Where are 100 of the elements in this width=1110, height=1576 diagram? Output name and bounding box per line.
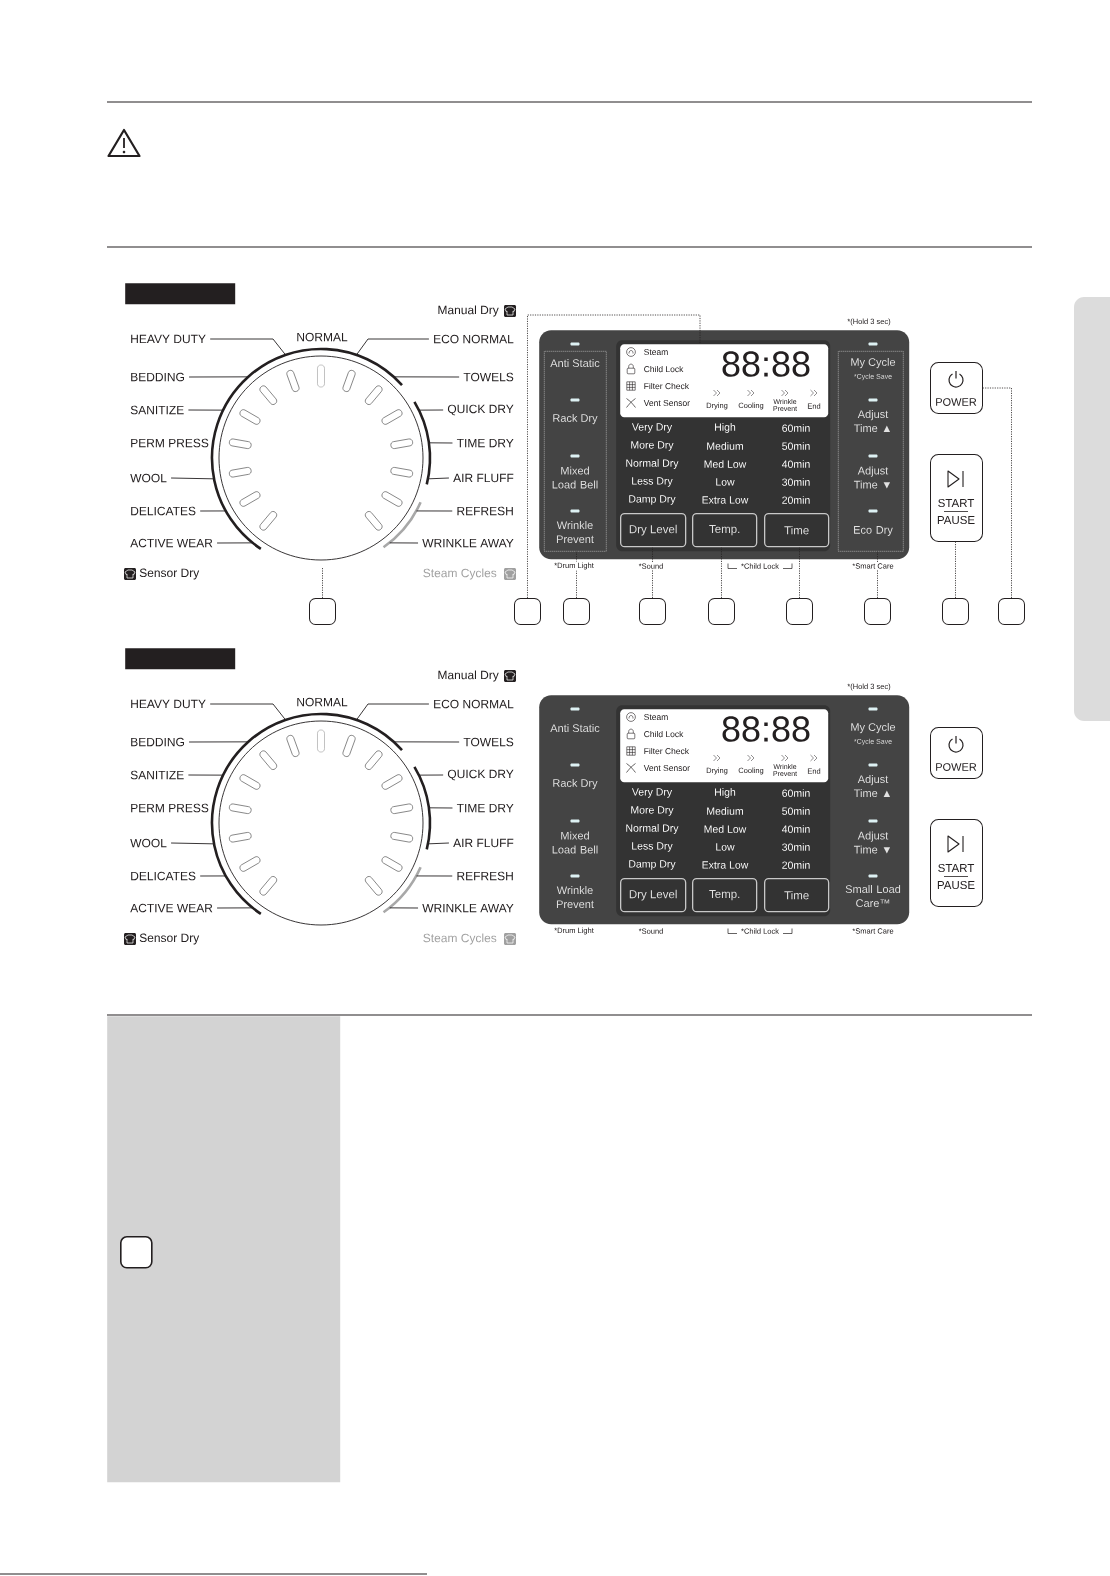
legend-label: Manual Dry bbox=[438, 670, 499, 682]
cycle-label: AIR FLUFF bbox=[453, 838, 514, 848]
callout-box bbox=[639, 598, 666, 625]
leader-line bbox=[428, 442, 453, 444]
cycle-label: BEDDING bbox=[131, 372, 184, 382]
cycle-label: PERM PRESS bbox=[131, 438, 209, 448]
setting-label: Med Low bbox=[704, 825, 747, 833]
leader-line bbox=[199, 510, 226, 512]
button-label: My Cycle bbox=[851, 722, 896, 734]
cycle-label: WRINKLE AWAY bbox=[422, 538, 514, 548]
indicator-label: Steam bbox=[644, 714, 668, 720]
cycle-label: ACTIVE WEAR bbox=[130, 903, 213, 913]
cycle-label: AIR FLUFF bbox=[453, 473, 514, 483]
setting-label: 30min bbox=[782, 843, 810, 851]
callout-box bbox=[998, 598, 1025, 625]
setting-label: 60min bbox=[782, 424, 810, 432]
leader-line bbox=[418, 774, 444, 776]
leader-line bbox=[527, 314, 701, 599]
setting-label: 20min bbox=[782, 861, 810, 869]
legend-label: Sensor Dry bbox=[139, 933, 200, 945]
cycle-label: QUICK DRY bbox=[447, 404, 514, 416]
leader-line bbox=[188, 376, 249, 378]
power-button: POWER bbox=[930, 362, 983, 414]
cycle-label: NORMAL bbox=[295, 331, 349, 343]
callout-box bbox=[309, 598, 336, 625]
cycle-label: HEAVY DUTY bbox=[131, 699, 206, 709]
button-label: Adjust Time ▼ bbox=[853, 466, 891, 489]
callout-box bbox=[786, 598, 813, 625]
setting-label: 50min bbox=[782, 442, 810, 450]
setting-label: Normal Dry bbox=[626, 459, 679, 469]
leader-line bbox=[955, 541, 956, 599]
setting-label: Damp Dry bbox=[629, 860, 676, 870]
digit-display: 88:88 bbox=[722, 351, 810, 377]
cycle-label: REFRESH bbox=[457, 871, 513, 881]
button-label: My Cycle bbox=[851, 357, 896, 369]
button-label: Wrinkle Prevent bbox=[556, 885, 594, 909]
button-label: Eco Dry bbox=[854, 526, 893, 536]
leader-line bbox=[427, 477, 450, 480]
setting-label: 60min bbox=[782, 789, 810, 797]
indicator-label: Filter Check bbox=[644, 382, 690, 390]
setting-label: Extra Low bbox=[702, 496, 749, 504]
cycle-label: TIME DRY bbox=[456, 438, 514, 448]
button-label: Anti Static bbox=[550, 358, 600, 368]
leader-line bbox=[393, 376, 460, 378]
side-tab bbox=[1074, 297, 1110, 721]
power-button: POWER bbox=[930, 727, 983, 779]
leader-line bbox=[188, 741, 249, 743]
setting-label: Very Dry bbox=[631, 788, 673, 798]
heading-bar bbox=[125, 648, 236, 670]
button-label: Adjust Time ▼ bbox=[853, 831, 891, 854]
setting-label: Medium bbox=[707, 807, 743, 815]
setting-label: Less Dry bbox=[632, 477, 673, 487]
cycle-label: HEAVY DUTY bbox=[131, 334, 206, 344]
cycle-label: SANITIZE bbox=[130, 770, 184, 780]
setting-label: High bbox=[715, 788, 736, 798]
cycle-label: ACTIVE WEAR bbox=[130, 538, 213, 548]
button: Time bbox=[764, 513, 830, 548]
button-label: Small Load Care™ bbox=[845, 884, 901, 908]
cycle-label: BEDDING bbox=[131, 737, 184, 747]
setting-label: Damp Dry bbox=[629, 495, 676, 505]
leader-line bbox=[356, 703, 430, 721]
indicator-label: Child Lock bbox=[644, 365, 684, 373]
button-label: Mixed Load Bell bbox=[552, 831, 598, 854]
cycle-label: ECO NORMAL bbox=[434, 699, 514, 709]
button-label: Wrinkle Prevent bbox=[556, 520, 594, 544]
indicator-label: Vent Sensor bbox=[643, 765, 690, 771]
setting-label: Medium bbox=[707, 442, 743, 450]
start-pause-button: START PAUSE bbox=[930, 819, 983, 907]
button-label: Anti Static bbox=[550, 723, 600, 733]
button-label: Adjust Time ▲ bbox=[853, 774, 891, 798]
setting-label: Med Low bbox=[704, 460, 747, 468]
indicator-label: Child Lock bbox=[644, 730, 684, 738]
setting-label: Low bbox=[716, 843, 735, 851]
leader-line bbox=[322, 566, 323, 599]
cycle-label: REFRESH bbox=[457, 506, 513, 516]
leader-line bbox=[393, 741, 460, 743]
heading-bar bbox=[125, 283, 236, 305]
leader-line bbox=[982, 387, 1012, 599]
leader-line bbox=[418, 409, 444, 411]
cycle-label: TOWELS bbox=[463, 372, 514, 382]
cycle-label: WRINKLE AWAY bbox=[422, 903, 514, 913]
leader-line bbox=[187, 774, 224, 776]
leader-line bbox=[427, 842, 450, 845]
setting-label: 30min bbox=[782, 478, 810, 486]
setting-label: 40min bbox=[781, 825, 810, 833]
leader-line bbox=[877, 551, 878, 599]
callout-box bbox=[942, 598, 969, 625]
callout-box bbox=[514, 598, 541, 625]
callout-box bbox=[708, 598, 735, 625]
leader-line bbox=[652, 546, 653, 599]
legend-label: Sensor Dry bbox=[139, 568, 200, 580]
button: Dry Level bbox=[620, 878, 687, 913]
cycle-label: NORMAL bbox=[295, 696, 349, 708]
cycle-label: SANITIZE bbox=[130, 405, 184, 415]
setting-label: Normal Dry bbox=[626, 824, 679, 834]
leader-line bbox=[389, 907, 419, 909]
callout-box bbox=[563, 598, 590, 625]
leader-line bbox=[428, 807, 453, 809]
callout-box bbox=[864, 598, 891, 625]
setting-label: More Dry bbox=[631, 806, 674, 816]
